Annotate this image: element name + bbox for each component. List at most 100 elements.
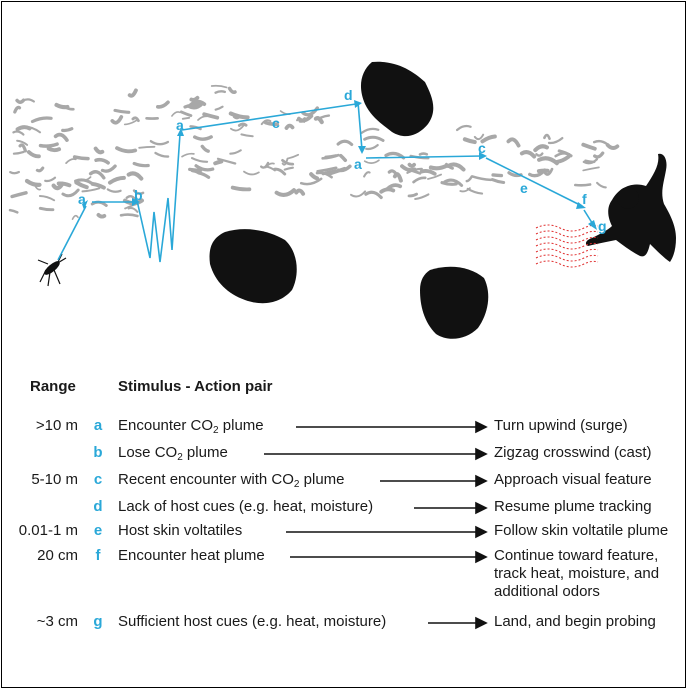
plume-filament xyxy=(299,177,323,186)
plume-filament xyxy=(229,149,242,155)
plume-filament xyxy=(427,173,442,180)
plume-filament xyxy=(12,130,25,136)
waypoint-label-g: g xyxy=(598,218,607,234)
plume-filament xyxy=(190,157,209,163)
plume-filament xyxy=(214,105,224,111)
plume-filament xyxy=(51,181,65,191)
plume-filament xyxy=(490,178,506,185)
plume-filament xyxy=(350,190,367,198)
plume-filament xyxy=(543,167,554,176)
plume-filament xyxy=(132,161,150,168)
plume-filament xyxy=(127,88,138,98)
plume-filament xyxy=(297,116,307,123)
plume-filament xyxy=(443,178,464,187)
plume-filament xyxy=(506,137,521,148)
stimulus-cell: Lose CO2 plume xyxy=(118,444,228,463)
plume-filament xyxy=(96,212,107,219)
plume-filament xyxy=(33,184,42,191)
plume-filament xyxy=(13,105,22,114)
visual-feature-top xyxy=(360,61,434,137)
plume-filament xyxy=(473,133,485,141)
plume-filament xyxy=(194,164,215,172)
plume-filament xyxy=(10,191,28,199)
heat-wave xyxy=(535,242,599,250)
plume-filament xyxy=(210,84,228,89)
co2-plume-filaments xyxy=(8,84,620,220)
plume-filament xyxy=(387,169,398,175)
plume-filament xyxy=(265,165,276,172)
host-human-silhouette xyxy=(585,153,676,262)
plume-filament xyxy=(593,151,605,159)
plume-filament xyxy=(12,150,25,155)
mosquito-icon xyxy=(37,253,67,287)
header-stimulus-action: Stimulus - Action pair xyxy=(118,378,273,395)
plume-filament xyxy=(584,159,596,164)
plume-filament xyxy=(149,140,170,146)
plume-filament xyxy=(81,187,101,193)
heat-wave xyxy=(535,236,599,244)
plume-filament xyxy=(412,176,427,184)
action-cell: Resume plume tracking xyxy=(494,498,652,515)
plume-filament xyxy=(309,172,320,181)
plume-filament xyxy=(313,116,324,125)
plume-filament xyxy=(189,125,202,131)
action-cell: Approach visual feature xyxy=(494,471,652,488)
plume-filament xyxy=(189,99,207,107)
plume-filament xyxy=(181,116,191,120)
plume-filament xyxy=(462,137,477,145)
plume-filament xyxy=(38,195,56,202)
waypoint-label-b: b xyxy=(134,187,143,203)
plume-filament xyxy=(260,161,270,169)
plume-filament xyxy=(16,139,29,146)
row-letter: g xyxy=(93,613,103,630)
plume-filament xyxy=(336,139,354,147)
range-cell: >10 m xyxy=(35,417,78,434)
plume-filament xyxy=(131,116,140,123)
plume-filament xyxy=(581,142,597,151)
plume-filament xyxy=(273,167,287,176)
stimulus-cell: Encounter CO2 plume xyxy=(118,417,264,436)
action-cell: Turn upwind (surge) xyxy=(494,417,628,434)
plume-filament xyxy=(197,115,208,121)
plume-filament xyxy=(491,173,504,178)
range-cell: ~3 cm xyxy=(36,613,78,630)
plume-filament xyxy=(90,181,106,190)
plume-filament xyxy=(202,112,220,120)
plume-filament xyxy=(240,133,254,138)
plume-filament xyxy=(115,146,138,154)
action-cell: Follow skin voltatile plume xyxy=(494,522,669,539)
plume-filament xyxy=(465,175,473,183)
plume-filament xyxy=(592,139,609,146)
plume-filament xyxy=(237,122,248,127)
plume-filament xyxy=(547,136,564,145)
plume-filament xyxy=(605,143,620,150)
stimulus-cell: Sufficient host cues (e.g. heat, moistur… xyxy=(118,613,387,630)
plume-filament xyxy=(230,185,252,192)
plume-filament xyxy=(360,127,380,134)
plume-filament xyxy=(365,144,379,151)
waypoint-label-c2: c xyxy=(478,140,486,156)
row-letter: d xyxy=(93,498,103,515)
plume-filament xyxy=(113,108,131,114)
plume-filament xyxy=(74,180,89,190)
plume-filament xyxy=(263,120,280,127)
heat-wave xyxy=(535,260,599,268)
plume-filament xyxy=(284,123,295,130)
waypoint-label-d: d xyxy=(344,87,353,103)
plume-filament xyxy=(110,115,124,125)
plume-filament xyxy=(26,150,41,159)
plume-filament xyxy=(471,175,493,182)
waypoint-label-c1: c xyxy=(272,115,280,131)
plume-filament xyxy=(274,188,296,197)
plume-filament xyxy=(407,162,416,168)
plume-filament xyxy=(53,132,69,142)
plume-filament xyxy=(228,111,250,120)
plume-filament xyxy=(132,189,145,195)
plume-filament xyxy=(100,164,117,173)
plume-filament xyxy=(18,125,42,134)
plume-filament xyxy=(193,135,213,141)
plume-filament xyxy=(119,213,139,218)
plume-filament xyxy=(88,170,106,180)
heat-plume xyxy=(535,224,599,268)
plume-filament xyxy=(403,167,422,175)
